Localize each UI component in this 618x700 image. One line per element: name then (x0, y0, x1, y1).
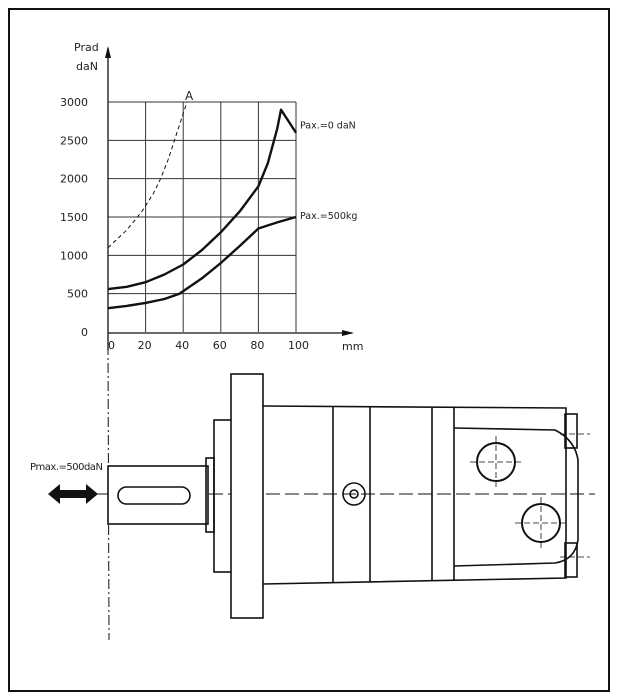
y-axis-arrow-icon (105, 46, 111, 58)
force-label: Pmax.=500daN (30, 462, 102, 473)
y-axis-unit: daN (76, 60, 98, 73)
drain-port (342, 482, 366, 506)
x-axis-arrow-icon (342, 330, 354, 336)
series-line-0 (107, 108, 298, 291)
pilot (213, 419, 233, 573)
bolt-head (564, 542, 578, 578)
y-tick-label: 3000 (60, 96, 88, 109)
series-line-1 (107, 215, 297, 310)
shaft (107, 465, 209, 525)
y-axis-label: Prad (74, 41, 99, 54)
x-tick-label: 0 (108, 339, 115, 352)
frame-border (8, 8, 610, 692)
bolt-head (564, 413, 578, 449)
y-tick-label: 1500 (60, 211, 88, 224)
series-label: Pax.=0 daN (300, 121, 356, 132)
mounting-flange (230, 373, 264, 619)
y-tick-label: 1000 (60, 249, 88, 262)
double-arrow-icon (48, 484, 98, 504)
motor-drawing (48, 344, 595, 641)
series-line-2 (107, 101, 188, 249)
x-tick-label: 40 (175, 339, 189, 352)
port-block (453, 427, 579, 567)
drain-port-inner (349, 489, 359, 499)
y-tick-label: 2000 (60, 173, 88, 186)
x-tick-label: 80 (250, 339, 264, 352)
motor-body (262, 405, 567, 585)
y-tick-label: 0 (81, 326, 88, 339)
key-slot (117, 486, 191, 505)
x-axis-label: mm (342, 340, 363, 353)
series-label: Pax.=500kg (300, 211, 357, 222)
annotation-a: A (185, 89, 194, 103)
y-tick-label: 500 (67, 288, 88, 301)
x-tick-label: 60 (213, 339, 227, 352)
y-tick-label: 2500 (60, 134, 88, 147)
x-tick-label: 100 (288, 339, 309, 352)
x-tick-label: 20 (138, 339, 152, 352)
